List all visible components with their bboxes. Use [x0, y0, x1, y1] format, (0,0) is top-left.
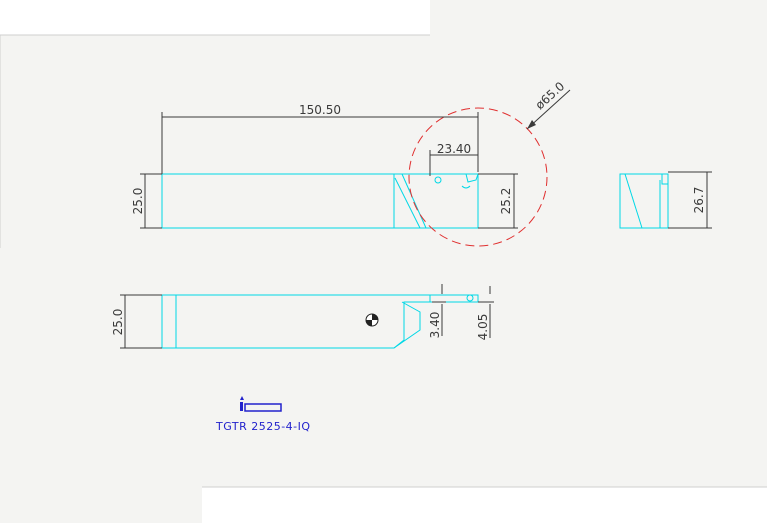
overall-length-label: 150.50 [299, 103, 341, 117]
insert-length-label: 23.40 [437, 142, 471, 156]
dim-side-height [140, 173, 162, 229]
insert-pocket [424, 173, 479, 183]
dim-insert-height [478, 173, 518, 229]
dim-top-height [120, 294, 162, 349]
logo-stroke [240, 402, 243, 411]
end-height-label: 26.7 [692, 187, 706, 214]
clamp-hole [434, 176, 442, 184]
top-view-hole [466, 294, 474, 302]
logo-flame-icon [240, 396, 244, 400]
depth-max-label: 4.05 [476, 314, 490, 341]
side-height-label: 25.0 [131, 188, 145, 215]
top-view [161, 294, 479, 349]
top-view-chamfer [393, 301, 421, 349]
insert-edge [461, 185, 471, 189]
diameter-arrow [527, 120, 536, 129]
depth-min-label: 3.40 [428, 312, 442, 339]
detail-circle [408, 107, 548, 247]
top-height-label: 25.0 [111, 309, 125, 336]
center-mark-quadrant [372, 314, 378, 320]
side-view [161, 173, 479, 229]
insert-height-label: 25.2 [499, 188, 513, 215]
end-view [619, 173, 669, 229]
diameter-leader [526, 89, 571, 130]
paper-border-top [0, 34, 430, 248]
end-view-body [619, 173, 669, 229]
side-view-chamfer-inner [394, 177, 421, 229]
center-mark-quadrant [366, 320, 372, 326]
dim-insert-length [429, 150, 479, 176]
end-view-chamfer [624, 173, 643, 229]
side-view-chamfer [401, 173, 427, 229]
top-view-end [161, 294, 177, 349]
top-view-insert [430, 294, 479, 303]
dim-depth [432, 284, 494, 338]
logo-wordmark [244, 403, 282, 412]
iscar-logo [240, 396, 282, 412]
dim-end-height [668, 171, 712, 229]
tool-caption: TGTR 2525-4-IQ [215, 420, 311, 433]
side-view-body [161, 173, 479, 229]
end-view-insert [661, 173, 669, 185]
